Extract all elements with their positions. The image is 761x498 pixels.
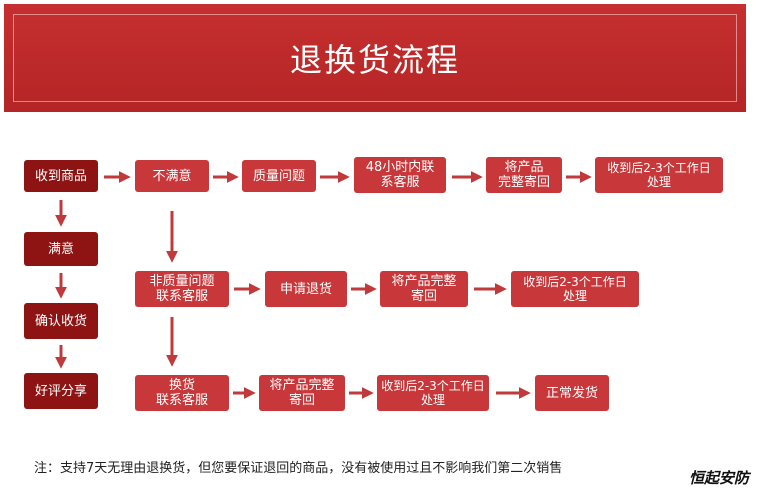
node-sendback3: 将产品完整 寄回	[259, 375, 345, 411]
node-contact48: 48小时内联 系客服	[354, 157, 446, 193]
node-confirm: 确认收货	[24, 303, 98, 339]
node-sendback1: 将产品 完整寄回	[486, 157, 562, 193]
node-sendback2: 将产品完整 寄回	[380, 271, 468, 307]
node-process1: 收到后2-3个工作日 处理	[595, 157, 723, 193]
node-process2: 收到后2-3个工作日 处理	[511, 271, 639, 307]
node-ship: 正常发货	[535, 375, 609, 411]
node-unsatisfied: 不满意	[135, 160, 209, 192]
footnote: 注：支持7天无理由退换货，但您要保证退回的商品，没有被使用过且不影响我们第二次销…	[34, 461, 563, 476]
brand-watermark: 恒起安防	[688, 469, 749, 487]
header-frame	[13, 14, 737, 102]
node-process3: 收到后2-3个工作日 处理	[377, 375, 489, 411]
node-exchange: 换货 联系客服	[135, 375, 229, 411]
node-nonquality: 非质量问题 联系客服	[135, 271, 229, 307]
page-title: 退换货流程	[289, 41, 460, 79]
node-quality: 质量问题	[242, 160, 316, 192]
node-refund: 申请退货	[265, 271, 347, 307]
node-receive: 收到商品	[24, 160, 98, 192]
node-review: 好评分享	[24, 373, 98, 409]
header-banner: 退换货流程	[4, 4, 746, 112]
node-satisfied: 满意	[24, 232, 98, 266]
